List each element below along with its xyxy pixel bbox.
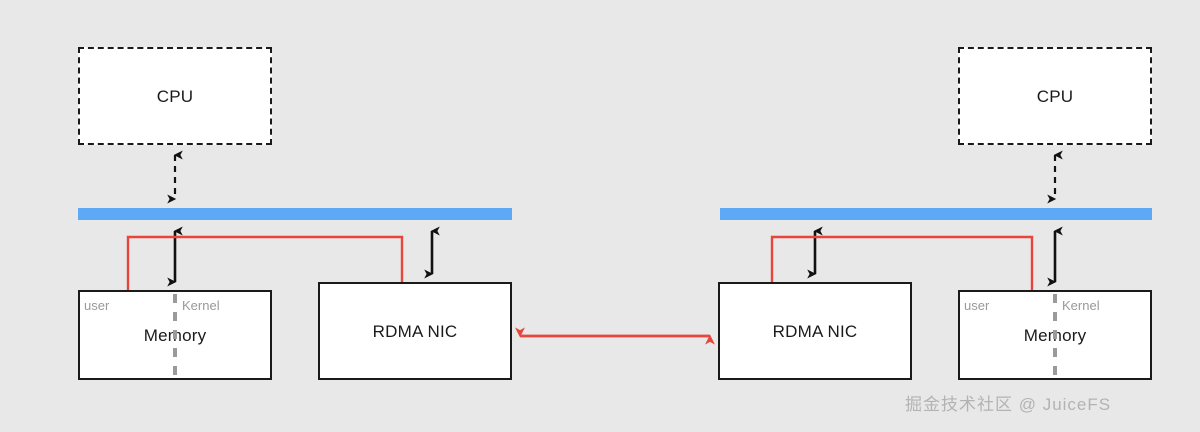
watermark-text: 掘金技术社区 @ JuiceFS [905, 395, 1112, 414]
rdma-nic-box-left: RDMA NIC [318, 282, 512, 380]
system-bus-right [720, 208, 1152, 220]
cpu-label-right: CPU [1036, 86, 1074, 106]
rdma-path-left [126, 235, 404, 308]
rdma-nic-box-right: RDMA NIC [718, 282, 912, 380]
system-bus-left [78, 208, 512, 220]
cpu-label-left: CPU [156, 86, 194, 106]
rdma-nic-label-left: RDMA NIC [372, 321, 458, 341]
rdma-path-right [770, 235, 1034, 308]
cpu-box-left: CPU [78, 47, 272, 145]
user-zone-label-right: user [964, 298, 990, 313]
kernel-zone-label-right: Kernel [1062, 298, 1100, 313]
user-zone-label-left: user [84, 298, 110, 313]
cpu-box-right: CPU [958, 47, 1152, 145]
rdma-nic-label-right: RDMA NIC [772, 321, 858, 341]
kernel-zone-label-left: Kernel [182, 298, 220, 313]
